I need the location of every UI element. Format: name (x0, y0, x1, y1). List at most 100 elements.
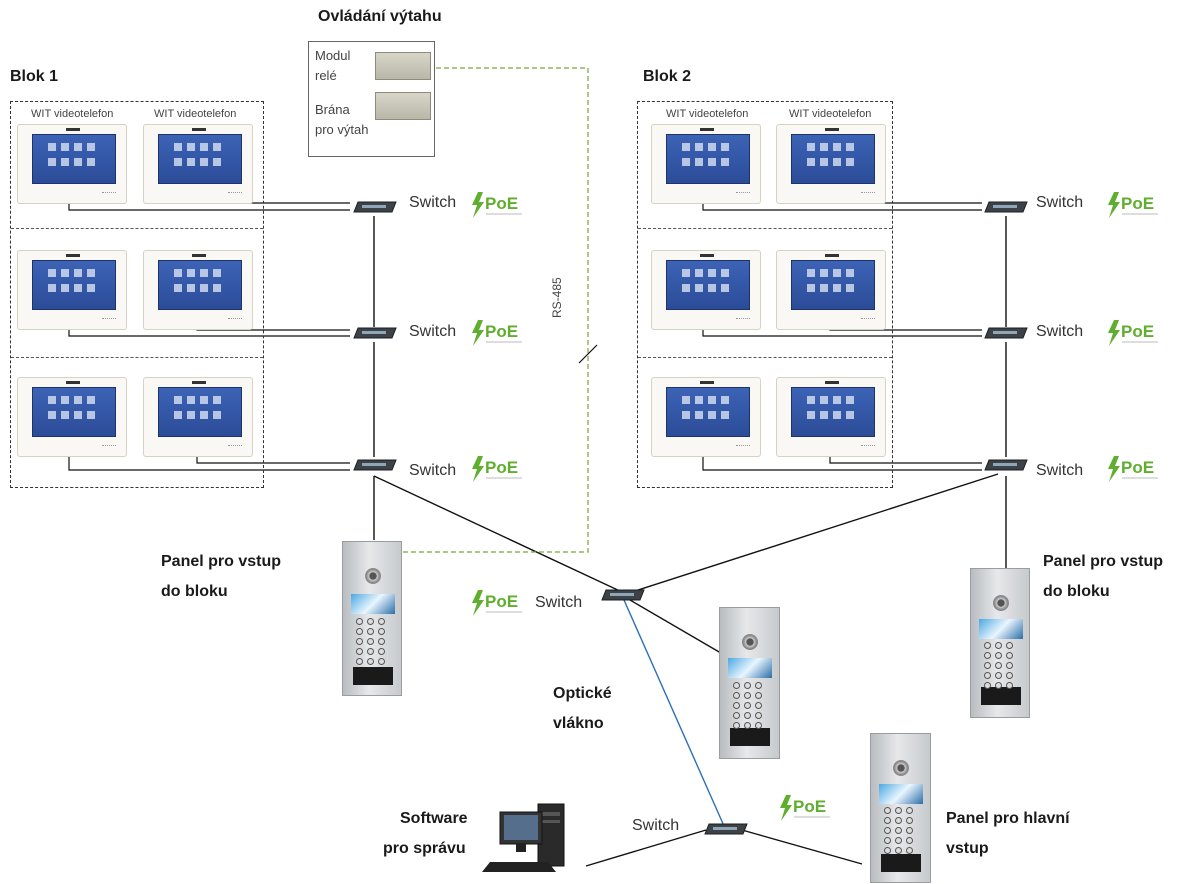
lift-gateway-device (375, 92, 431, 120)
videophone-logo (192, 128, 206, 131)
app-icon (708, 143, 716, 151)
block2-box: WIT videotelefon WIT videotelefon (637, 101, 893, 488)
videophone-logo (66, 128, 80, 131)
panel-middle-key (733, 712, 740, 719)
videophone-logo (700, 254, 714, 257)
app-icon (708, 396, 716, 404)
door-panel-block2 (970, 568, 1030, 718)
videophone-b2-r2-c1 (651, 250, 761, 330)
panel-middle-key (744, 722, 751, 729)
panel-block2-label-1: Panel pro vstup (1043, 553, 1164, 570)
poe-icon-central: PoE (472, 590, 522, 616)
panel-block2-key (995, 642, 1002, 649)
app-icon (721, 143, 729, 151)
app-icon (721, 284, 729, 292)
panel-block2-key (984, 652, 991, 659)
app-icon (721, 269, 729, 277)
panel-main-key (906, 827, 913, 834)
videophone-buttons (228, 318, 242, 322)
panel-block1-key (378, 648, 385, 655)
app-icon (846, 269, 854, 277)
videophone-b1-r1-c2 (143, 124, 253, 204)
app-icon (833, 269, 841, 277)
panel-main-key (906, 837, 913, 844)
videophone-logo (66, 254, 80, 257)
poe-icon-b2-r3: PoE (1108, 456, 1158, 482)
app-icon (833, 158, 841, 166)
rs485-tick (578, 344, 598, 364)
panel-block1-label-2: do bloku (161, 583, 228, 600)
videophone-b2-r3-c2 (776, 377, 886, 457)
block2-title: Blok 2 (643, 68, 692, 85)
app-icon (708, 158, 716, 166)
app-icon (682, 396, 690, 404)
app-icon (174, 411, 182, 419)
videophone-b1-r2-c2 (143, 250, 253, 330)
app-icon (807, 269, 815, 277)
app-icon (682, 269, 690, 277)
app-icon (174, 284, 182, 292)
app-icon (74, 269, 82, 277)
app-icon (846, 143, 854, 151)
panel-block1-key (356, 618, 363, 625)
app-icon (48, 143, 56, 151)
software-label-2: pro správu (383, 840, 466, 857)
videophone-b1-r1-c1 (17, 124, 127, 204)
panel-main-key (884, 827, 891, 834)
poe-icon-b1-r2: PoE (472, 320, 522, 346)
switch-label-b2-r1: Switch (1036, 194, 1084, 211)
app-icon (74, 396, 82, 404)
lift-control-title: Ovládání výtahu (318, 8, 442, 25)
videophone-logo (192, 381, 206, 384)
videophone-b1-r2-c1 (17, 250, 127, 330)
videophone-logo (825, 254, 839, 257)
panel-block1-key (356, 638, 363, 645)
panel-main-key (884, 837, 891, 844)
videophone-b2-r1-c2 (776, 124, 886, 204)
videophone-logo (825, 381, 839, 384)
switch-label-b1-r1: Switch (409, 194, 457, 211)
app-icon (695, 284, 703, 292)
switch-b2-r2 (984, 327, 1028, 339)
app-icon (833, 284, 841, 292)
app-icon (708, 284, 716, 292)
app-icon (87, 411, 95, 419)
panel-middle-key (755, 682, 762, 689)
app-icon (695, 269, 703, 277)
app-icon (87, 269, 95, 277)
panel-block2-key (984, 662, 991, 669)
app-icon (187, 284, 195, 292)
switch-central (601, 589, 645, 601)
app-icon (721, 411, 729, 419)
gateway-label-1: Brána (315, 102, 350, 117)
app-icon (846, 396, 854, 404)
panel-block2-key (995, 682, 1002, 689)
app-icon (87, 284, 95, 292)
app-icon (833, 143, 841, 151)
switch-b1-r1 (353, 201, 397, 213)
panel-main-key (884, 807, 891, 814)
app-icon (61, 269, 69, 277)
videophone-buttons (736, 445, 750, 449)
app-icon (695, 396, 703, 404)
panel-block2-key (1006, 652, 1013, 659)
panel-main-key (906, 817, 913, 824)
pc-to-bottom-switch (585, 829, 707, 867)
panel-block2-key (1006, 662, 1013, 669)
relay-module-label-1: Modul (315, 48, 351, 63)
app-icon (820, 411, 828, 419)
panel-middle-key (733, 722, 740, 729)
central-to-panel-middle (629, 599, 727, 657)
block1-box: WIT videotelefon WIT videotelefon (10, 101, 264, 488)
panel-main-key (884, 847, 891, 854)
app-icon (87, 396, 95, 404)
videophone-logo (66, 381, 80, 384)
videophone-logo (700, 381, 714, 384)
videophone-logo (192, 254, 206, 257)
app-icon (213, 158, 221, 166)
app-icon (807, 158, 815, 166)
poe-icon-b2-r1: PoE (1108, 192, 1158, 218)
switch-bottom (704, 823, 748, 835)
app-icon (174, 269, 182, 277)
